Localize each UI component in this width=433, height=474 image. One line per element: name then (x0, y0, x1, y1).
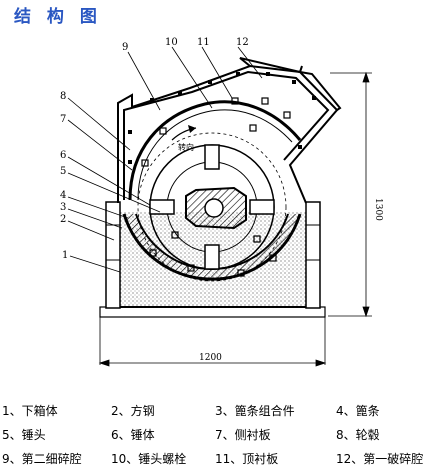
upper-housing (117, 57, 342, 204)
second-chamber-liner (128, 100, 302, 201)
legend-item: 4、篦条 (336, 404, 380, 418)
callout-5: 5 (60, 166, 66, 177)
legend-item: 11、顶衬板 (215, 452, 279, 466)
callout-6: 6 (60, 150, 66, 161)
crusher-structure-drawing: 转向 9 10 11 12 8 7 6 5 4 (60, 37, 383, 367)
callout-7: 7 (60, 114, 66, 125)
legend-item: 9、第二细碎腔 (2, 452, 82, 466)
legend-item: 7、侧衬板 (215, 428, 271, 442)
hammer-heads (149, 144, 275, 270)
callout-3: 3 (60, 202, 66, 213)
legend-item: 1、下箱体 (2, 404, 58, 418)
legend-item: 5、锤头 (2, 428, 46, 442)
width-dimension-label: 1200 (199, 353, 222, 363)
height-dimension-label: 1300 (373, 198, 383, 221)
callout-8: 8 (60, 91, 66, 102)
hub (185, 186, 247, 230)
callout-9: 9 (122, 42, 128, 53)
material-particles (141, 97, 291, 277)
callout-2: 2 (60, 214, 66, 225)
legend-item: 2、方钢 (111, 404, 155, 418)
parts-legend: 1、下箱体 2、方钢 3、篦条组合件 4、篦条 5、锤头 6、锤体 7、侧衬板 … (0, 398, 433, 474)
callout-numbers: 9 10 11 12 8 7 6 5 4 3 2 1 (60, 37, 249, 261)
rotation-label: 转向 (178, 142, 194, 152)
rotation-indicator: 转向 (171, 125, 197, 152)
top-liner-rivets (128, 72, 316, 164)
width-dimension (98, 359, 327, 367)
legend-item: 12、第一破碎腔 (336, 452, 424, 466)
legend-item: 10、锤头螺栓 (111, 452, 187, 466)
diagram-title: 结 构 图 (14, 7, 102, 27)
callout-12: 12 (236, 37, 249, 48)
callout-11: 11 (197, 37, 210, 48)
legend-item: 3、篦条组合件 (215, 404, 295, 418)
callout-4: 4 (60, 190, 66, 201)
height-dimension (328, 71, 372, 318)
callout-10: 10 (165, 37, 178, 48)
legend-item: 8、轮毂 (336, 428, 380, 442)
legend-item: 6、锤体 (111, 428, 155, 442)
callout-1: 1 (62, 250, 68, 261)
leader-lines (67, 46, 263, 273)
